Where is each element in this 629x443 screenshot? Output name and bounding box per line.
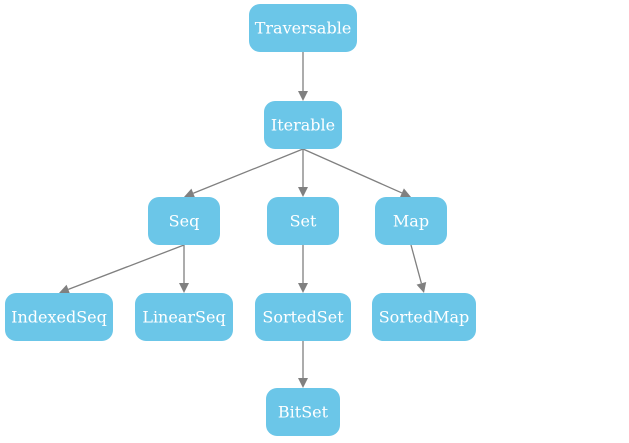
- node-seq: Seq: [148, 197, 220, 245]
- node-label: IndexedSeq: [11, 308, 107, 327]
- arrowhead: [399, 188, 411, 198]
- edge-line: [193, 148, 304, 194]
- node-sortedmap: SortedMap: [372, 293, 476, 341]
- edge-iterable-to-seq: [184, 148, 304, 198]
- node-box: [255, 293, 351, 341]
- node-bitset: BitSet: [266, 388, 340, 436]
- node-map: Map: [375, 197, 447, 245]
- edge-iterable-to-set: [298, 149, 308, 197]
- edge-traversable-to-iterable: [298, 52, 308, 101]
- node-label: Set: [290, 212, 317, 231]
- node-label: Iterable: [271, 116, 335, 135]
- edges-layer: [59, 52, 427, 388]
- node-box: [264, 101, 342, 149]
- node-box: [5, 293, 113, 341]
- node-set: Set: [267, 197, 339, 245]
- node-iterable: Iterable: [264, 101, 342, 149]
- node-box: [266, 388, 340, 436]
- edge-sortedset-to-bitset: [298, 341, 308, 388]
- node-box: [249, 4, 357, 52]
- edge-line: [68, 244, 185, 291]
- node-linearseq: LinearSeq: [135, 293, 233, 341]
- arrowhead: [298, 91, 308, 101]
- arrowhead: [298, 187, 308, 197]
- arrowhead: [184, 188, 196, 198]
- node-box: [375, 197, 447, 245]
- node-box: [267, 197, 339, 245]
- edge-seq-to-indexedseq: [59, 244, 185, 295]
- node-label: LinearSeq: [142, 308, 225, 327]
- node-indexedseq: IndexedSeq: [5, 293, 113, 341]
- edge-seq-to-linearseq: [179, 245, 189, 293]
- node-traversable: Traversable: [249, 4, 357, 52]
- node-box: [148, 197, 220, 245]
- arrowhead: [298, 378, 308, 388]
- edge-iterable-to-map: [302, 148, 411, 198]
- edge-line: [302, 148, 403, 194]
- node-label: Traversable: [255, 19, 352, 38]
- node-sortedset: SortedSet: [255, 293, 351, 341]
- node-label: BitSet: [278, 403, 329, 422]
- node-label: SortedMap: [379, 308, 470, 327]
- node-box: [135, 293, 233, 341]
- node-label: SortedSet: [262, 308, 344, 327]
- node-label: Map: [393, 212, 429, 231]
- arrowhead: [416, 282, 427, 293]
- node-label: Seq: [169, 212, 200, 231]
- arrowhead: [59, 284, 71, 295]
- edge-map-to-sortedmap: [410, 244, 427, 293]
- edge-line: [410, 244, 423, 284]
- node-box: [372, 293, 476, 341]
- arrowhead: [179, 283, 189, 293]
- arrowhead: [298, 283, 308, 293]
- edge-set-to-sortedset: [298, 245, 308, 293]
